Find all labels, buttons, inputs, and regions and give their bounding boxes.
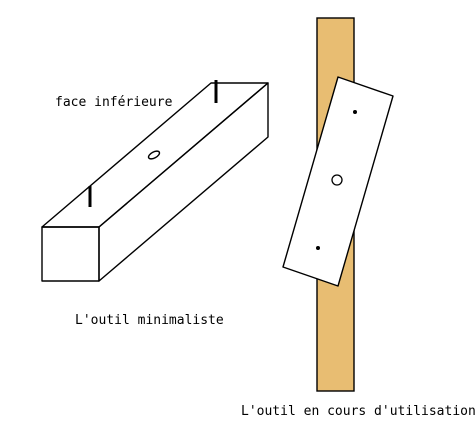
board-center-hole	[331, 174, 343, 186]
tool-in-use	[282, 76, 394, 287]
tool-in-use-caption: L'outil en cours d'utilisation	[241, 404, 476, 419]
block-center-hole	[147, 150, 161, 160]
block-side-face	[98, 82, 269, 282]
board-upper-dot	[353, 110, 357, 114]
block-front-face	[41, 226, 100, 282]
block-tool	[41, 82, 269, 282]
minimal-tool-caption: L'outil minimaliste	[75, 313, 224, 328]
board-lower-dot	[316, 246, 320, 250]
rotated-board	[282, 76, 394, 287]
bottom-face-label: face inférieure	[55, 95, 173, 110]
